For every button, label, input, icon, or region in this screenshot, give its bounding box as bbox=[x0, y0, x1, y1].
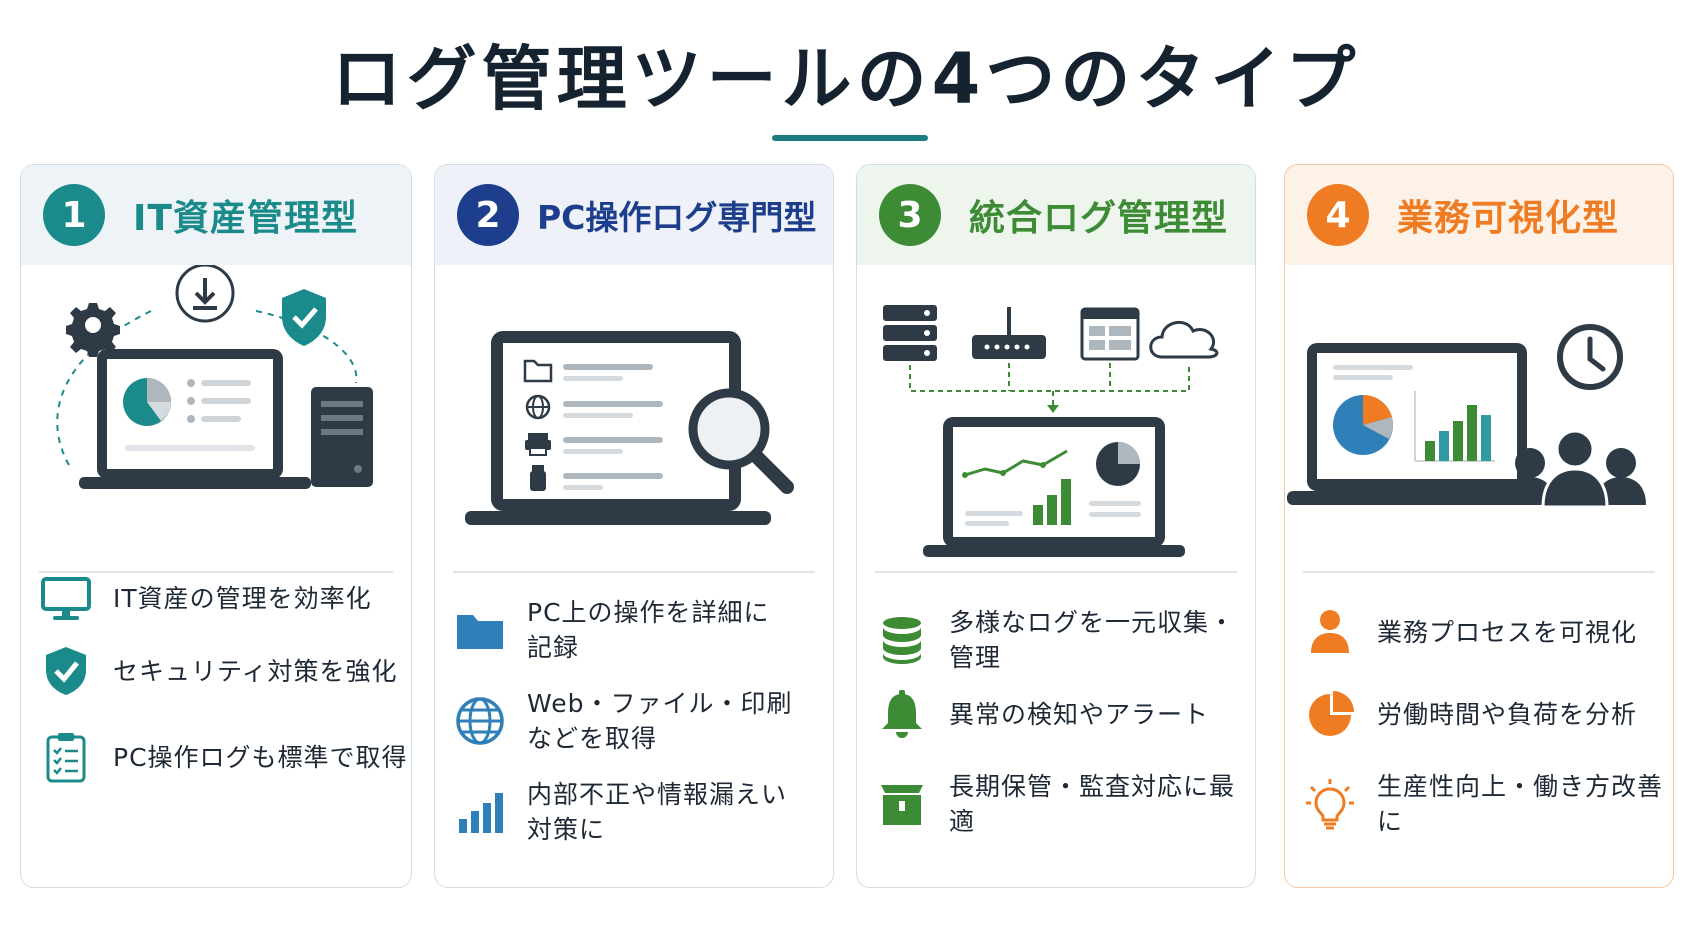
feature-item: 内部不正や情報漏えい 対策に bbox=[453, 777, 787, 847]
card-it-asset: 1 IT資産管理型 bbox=[20, 164, 412, 888]
feature-text: Web・ファイル・印刷 などを取得 bbox=[527, 689, 793, 753]
router-icon bbox=[972, 307, 1046, 359]
divider bbox=[875, 571, 1237, 573]
cloud-icon bbox=[1149, 321, 1219, 359]
illustration-pc-operation-log bbox=[465, 331, 794, 525]
database-icon bbox=[883, 617, 921, 664]
feature-text: 生産性向上・働き方改善に bbox=[1377, 772, 1664, 836]
laptop-chart-icon bbox=[1287, 343, 1553, 505]
feature-text: PC上の操作を詳細に 記録 bbox=[527, 598, 770, 662]
card-title: IT資産管理型 bbox=[133, 198, 358, 239]
people-group-icon bbox=[1505, 429, 1646, 509]
globe-icon bbox=[456, 697, 504, 745]
card-header: 3 統合ログ管理型 bbox=[857, 165, 1255, 265]
feature-item: PC操作ログも標準で取得 bbox=[39, 730, 408, 784]
feature-text: 内部不正や情報漏えい 対策に bbox=[527, 780, 788, 844]
feature-item: 生産性向上・働き方改善に bbox=[1303, 769, 1673, 839]
illustration-integrated-log bbox=[883, 305, 1219, 557]
divider bbox=[39, 571, 393, 573]
feature-text: セキュリティ対策を強化 bbox=[113, 656, 398, 686]
feature-item: Web・ファイル・印刷 などを取得 bbox=[453, 686, 793, 756]
feature-item: 業務プロセスを可視化 bbox=[1303, 605, 1637, 659]
clipboard-checklist-icon bbox=[46, 733, 86, 783]
card-title: PC操作ログ専門型 bbox=[537, 198, 817, 237]
feature-text: IT資産の管理を効率化 bbox=[113, 583, 372, 613]
card-integrated-log: 3 統合ログ管理型 bbox=[856, 164, 1256, 888]
bar-chart-icon bbox=[459, 793, 503, 833]
feature-item: 長期保管・監査対応に最適 bbox=[875, 769, 1255, 839]
number-badge: 4 bbox=[1307, 184, 1369, 246]
card-header: 2 PC操作ログ専門型 bbox=[435, 165, 833, 265]
connector-lines bbox=[909, 363, 1190, 409]
feature-item: IT資産の管理を効率化 bbox=[39, 568, 372, 628]
feature-item: PC上の操作を詳細に 記録 bbox=[453, 595, 770, 665]
card-title: 統合ログ管理型 bbox=[969, 198, 1229, 239]
magnifier-icon bbox=[688, 388, 794, 494]
feature-item: セキュリティ対策を強化 bbox=[39, 644, 398, 698]
server-rack-icon bbox=[883, 305, 937, 361]
laptop-dashboard-icon bbox=[923, 417, 1185, 557]
card-header: 4 業務可視化型 bbox=[1285, 165, 1673, 265]
folder-icon bbox=[457, 615, 503, 649]
card-title: 業務可視化型 bbox=[1397, 198, 1620, 239]
number-badge: 1 bbox=[43, 184, 105, 246]
number-badge: 2 bbox=[457, 184, 519, 246]
feature-text: 業務プロセスを可視化 bbox=[1377, 617, 1638, 647]
pie-chart-icon bbox=[1309, 691, 1354, 736]
card-business-visualization: 4 業務可視化型 bbox=[1284, 164, 1674, 888]
number-badge: 3 bbox=[879, 184, 941, 246]
globe-icon bbox=[525, 394, 551, 420]
gear-icon bbox=[66, 303, 120, 357]
shield-check-icon bbox=[282, 289, 326, 346]
page-title: ログ管理ツールの4つのタイプ bbox=[331, 38, 1361, 120]
card-pc-operation-log: 2 PC操作ログ専門型 PC上の操作を詳細に 記録 bbox=[434, 164, 834, 888]
card-header: 1 IT資産管理型 bbox=[21, 165, 411, 265]
download-icon bbox=[175, 265, 235, 323]
archive-box-icon bbox=[881, 785, 923, 825]
shield-check-icon bbox=[46, 647, 86, 695]
server-tower-icon bbox=[311, 387, 373, 487]
feature-text: PC操作ログも標準で取得 bbox=[113, 742, 408, 772]
folder-icon bbox=[523, 359, 553, 383]
title-underline bbox=[772, 135, 928, 141]
feature-text: 多様なログを一元収集・管理 bbox=[949, 608, 1236, 672]
feature-text: 長期保管・監査対応に最適 bbox=[949, 772, 1236, 836]
clock-icon bbox=[1557, 324, 1623, 390]
divider bbox=[1303, 571, 1655, 573]
feature-item: 労働時間や負荷を分析 bbox=[1303, 687, 1637, 741]
lightbulb-icon bbox=[1306, 779, 1354, 830]
illustration-it-asset bbox=[56, 265, 373, 489]
feature-item: 多様なログを一元収集・管理 bbox=[875, 605, 1255, 675]
feature-item: 異常の検知やアラート bbox=[875, 687, 1209, 741]
printer-icon bbox=[525, 433, 551, 456]
feature-text: 労働時間や負荷を分析 bbox=[1377, 699, 1638, 729]
person-icon bbox=[1311, 610, 1349, 653]
divider bbox=[453, 571, 815, 573]
feature-text: 異常の検知やアラート bbox=[949, 699, 1210, 729]
usb-drive-icon bbox=[530, 465, 546, 491]
bell-icon bbox=[882, 690, 922, 738]
laptop-icon bbox=[79, 349, 311, 489]
illustration-business-visualization bbox=[1287, 324, 1646, 509]
browser-window-icon bbox=[1080, 307, 1140, 361]
monitor-icon bbox=[41, 577, 91, 620]
